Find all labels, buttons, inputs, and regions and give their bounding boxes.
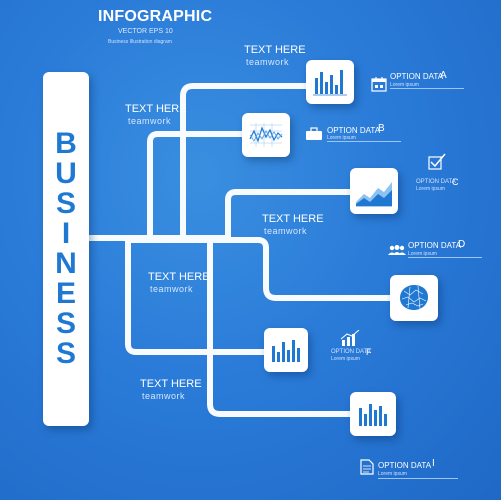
option-b-sub: Lorem ipsum bbox=[327, 135, 356, 141]
world-map-icon bbox=[400, 285, 428, 310]
text-here-title: TEXT HERE bbox=[140, 378, 202, 390]
tile-line-chart bbox=[242, 113, 290, 157]
banner-letter: B bbox=[55, 127, 77, 160]
header-subtitle: VECTOR EPS 10 bbox=[118, 28, 173, 35]
option-c-title: OPTION DATA bbox=[416, 179, 456, 185]
text-here-title: TEXT HERE bbox=[262, 213, 324, 225]
option-c-letter: C bbox=[452, 177, 459, 187]
option-d-title: OPTION DATA bbox=[408, 241, 462, 250]
bar-chart-icon bbox=[272, 340, 300, 362]
banner-letter: E bbox=[55, 277, 76, 310]
banner-letter: I bbox=[61, 217, 71, 250]
option-f-sub: Lorem ipsum bbox=[331, 356, 360, 362]
tile-area-chart bbox=[350, 168, 398, 214]
bar-chart-icon bbox=[313, 70, 347, 96]
banner-letter: S bbox=[55, 337, 76, 370]
option-i-title: OPTION DATA bbox=[378, 461, 432, 470]
banner-letter: U bbox=[55, 157, 77, 190]
text-here-sub: teamwork bbox=[128, 116, 172, 126]
text-here-sub: teamwork bbox=[142, 391, 186, 401]
line-chart-icon bbox=[249, 123, 283, 147]
people-icon bbox=[388, 245, 406, 255]
banner-letter: S bbox=[55, 187, 76, 220]
option-d-sub: Lorem ipsum bbox=[408, 251, 437, 257]
text-here-title: TEXT HERE bbox=[125, 103, 187, 115]
briefcase-icon bbox=[306, 127, 322, 140]
option-d-divider bbox=[408, 257, 482, 258]
option-a-sub: Lorem ipsum bbox=[390, 82, 419, 88]
option-a-letter: A bbox=[440, 70, 447, 81]
document-icon bbox=[360, 459, 374, 475]
banner-letter: N bbox=[55, 247, 77, 280]
tile-bar-chart-bottom bbox=[350, 392, 396, 436]
banner-letter: S bbox=[55, 307, 76, 340]
option-i-divider bbox=[378, 478, 458, 479]
option-i-sub: Lorem ipsum bbox=[378, 471, 407, 477]
text-here-sub: teamwork bbox=[150, 284, 194, 294]
area-chart-icon bbox=[356, 182, 392, 207]
option-f-title: OPTION DATA bbox=[331, 349, 371, 355]
option-c-sub: Lorem ipsum bbox=[416, 186, 445, 192]
option-a-divider bbox=[390, 88, 464, 89]
text-here-sub: teamwork bbox=[264, 226, 308, 236]
option-b-divider bbox=[327, 141, 401, 142]
text-here-title: TEXT HERE bbox=[244, 44, 306, 56]
text-here-title: TEXT HERE bbox=[148, 271, 210, 283]
tile-world-map bbox=[390, 275, 438, 321]
header-caption: Business Illustration diagram bbox=[108, 39, 172, 45]
growth-chart-icon bbox=[340, 330, 360, 346]
tile-bar-chart-f bbox=[264, 328, 308, 372]
business-banner: B U S I N E S S bbox=[43, 72, 89, 426]
option-i-letter: I bbox=[432, 458, 435, 469]
tile-bar-chart-a bbox=[306, 60, 354, 104]
option-d-letter: D bbox=[458, 239, 466, 250]
calendar-icon bbox=[371, 77, 387, 92]
bar-chart-icon bbox=[359, 404, 387, 426]
text-here-sub: teamwork bbox=[246, 57, 290, 67]
option-f-letter: F bbox=[366, 347, 372, 357]
header-title: INFOGRAPHIC bbox=[98, 8, 213, 25]
option-b-letter: B bbox=[378, 123, 385, 134]
option-a-title: OPTION DATA bbox=[390, 72, 444, 81]
checkbox-icon bbox=[428, 153, 446, 170]
option-b-title: OPTION DATA bbox=[327, 126, 381, 135]
